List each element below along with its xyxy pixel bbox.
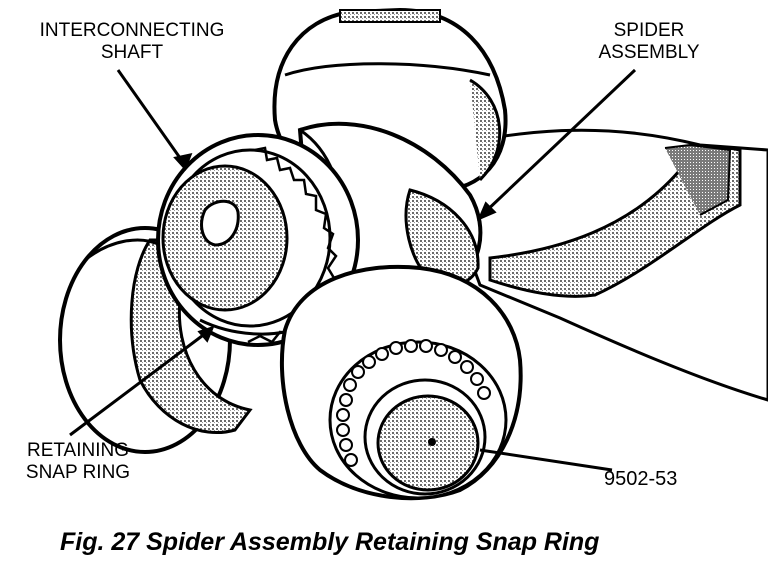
figure-caption: Fig. 27 Spider Assembly Retaining Snap R… <box>60 528 600 556</box>
interconnecting-shaft-label: INTERCONNECTING SHAFT <box>18 20 246 64</box>
interconnecting-shaft-label-line2: SHAFT <box>100 42 164 63</box>
housing <box>427 128 768 402</box>
front-trunnion-roller <box>279 264 523 501</box>
shaft-leader <box>116 69 187 166</box>
spider-assembly-label-line2: ASSEMBLY <box>598 42 700 63</box>
interconnecting-shaft-label-line1: INTERCONNECTING <box>39 20 225 41</box>
spider-assembly-label-line1: SPIDER <box>613 20 685 41</box>
needle-bearings <box>336 339 491 467</box>
spider-leader <box>480 68 637 217</box>
shaft-arrowhead <box>173 152 193 171</box>
retaining-snap-ring-label-line1: RETAINING <box>26 440 130 461</box>
figure-number: 9502-53 <box>604 468 678 490</box>
spider-arrowhead <box>477 201 497 221</box>
ring-leader <box>69 328 211 437</box>
retaining-snap-ring-label: RETAINING SNAP RING <box>16 440 146 484</box>
retaining-snap-ring-label-line2: SNAP RING <box>25 462 131 483</box>
ring-arrowhead <box>197 325 215 343</box>
number-leader <box>479 448 613 472</box>
leader-lines <box>69 68 637 472</box>
spider-assembly-label: SPIDER ASSEMBLY <box>585 20 713 64</box>
top-trunnion-roller <box>272 7 508 193</box>
